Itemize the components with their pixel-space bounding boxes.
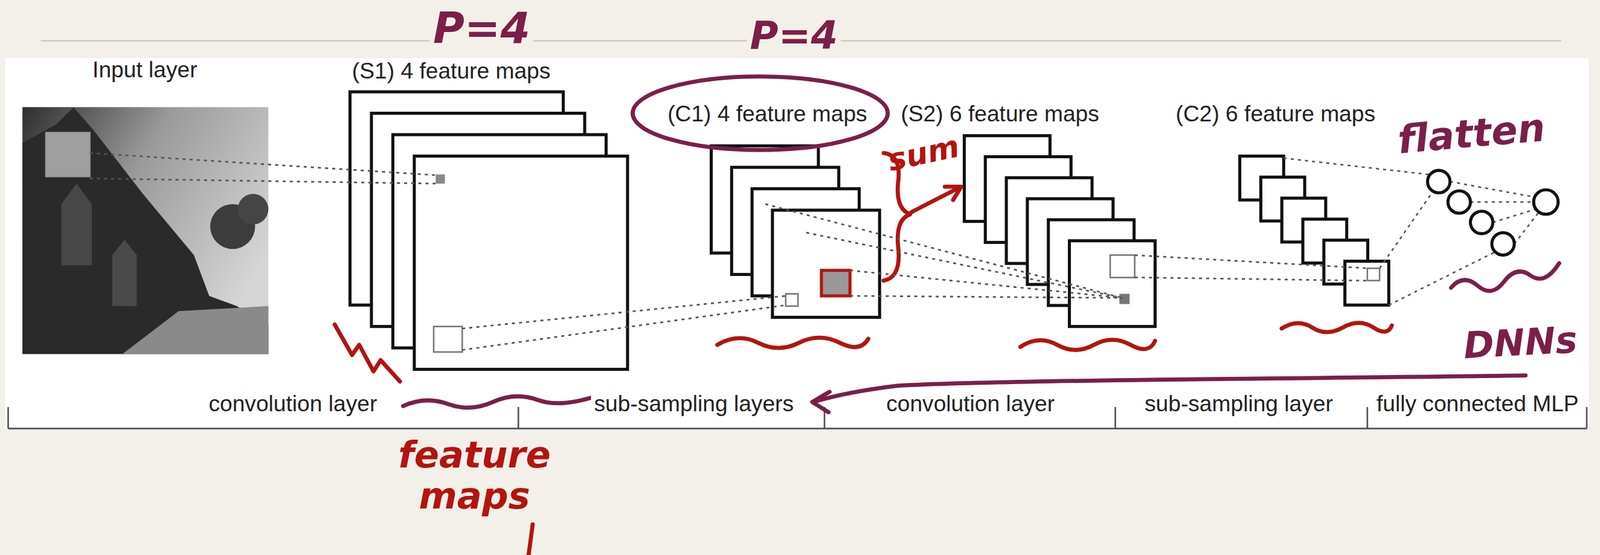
c2-maps — [1240, 155, 1390, 306]
dotted-connector — [765, 204, 1123, 298]
dotted-connector — [462, 295, 786, 351]
dotted-link — [1514, 212, 1539, 244]
feature-map-stack: (C1) 4 feature maps — [711, 146, 881, 318]
feature-map — [772, 210, 880, 318]
underline-squiggle — [1450, 263, 1559, 292]
section-label: fully connected MLP — [1373, 391, 1582, 417]
layer-heading: (S1) 4 feature maps — [352, 57, 551, 85]
layer-heading: (C2) 6 feature maps — [1175, 100, 1376, 128]
section-label: sub-sampling layer — [1141, 391, 1337, 417]
feature-map-stack: (S1) 4 feature maps — [349, 91, 628, 370]
photo-tree — [237, 193, 269, 225]
arrow-head — [944, 186, 961, 200]
handwritten-note: feature maps — [379, 434, 569, 516]
bracket-tick — [517, 407, 520, 429]
pool-window — [1110, 254, 1135, 278]
feature-map-stack: Input layer — [22, 106, 269, 354]
neuron — [1491, 232, 1515, 255]
input-photo — [22, 106, 269, 354]
underline-squiggle — [402, 395, 597, 408]
dotted-link — [1388, 251, 1495, 306]
underline-squiggle — [1020, 340, 1155, 351]
photo-road — [122, 306, 269, 354]
photo-sky — [22, 106, 269, 354]
dotted-link — [1493, 208, 1536, 223]
layer-heading: (S2) 6 feature maps — [900, 100, 1099, 128]
map-unit — [1367, 268, 1380, 281]
feature-map-stack: (C2) 6 feature maps — [1240, 155, 1390, 306]
layer-heading: (C1) 4 feature maps — [667, 100, 868, 128]
dotted-connector — [89, 152, 440, 184]
feature-map-stack: (S2) 6 feature maps — [963, 135, 1155, 327]
dotted-link — [1379, 192, 1433, 269]
section-label: convolution layer — [205, 391, 380, 417]
neuron — [1427, 170, 1450, 193]
section-label: convolution layer — [883, 391, 1058, 417]
circle-mark — [632, 76, 888, 151]
dotted-connector — [1134, 255, 1368, 281]
arrow-head — [812, 391, 830, 413]
receptive-field — [45, 132, 90, 177]
purple-marks — [402, 263, 1559, 413]
bracket-line — [8, 427, 1588, 430]
scribble — [334, 324, 400, 382]
bracket-tick — [1366, 407, 1369, 429]
photo-building — [22, 106, 269, 354]
underline-squiggle — [717, 337, 869, 348]
c1-maps — [711, 146, 881, 318]
map-unit — [785, 294, 798, 307]
highlight-unit — [821, 270, 850, 296]
figure-panel — [4, 57, 1589, 429]
handwritten-note: DNNs — [1459, 319, 1582, 367]
map-unit — [435, 174, 445, 184]
bracket-tick — [7, 407, 10, 429]
handwritten-note: P=4 — [747, 15, 842, 59]
pen-stroke — [528, 524, 533, 555]
feature-map — [1069, 240, 1156, 327]
handwritten-note: P=4 — [430, 4, 534, 52]
red-marks — [334, 152, 1392, 555]
neuron — [1447, 190, 1471, 214]
map-unit — [1119, 294, 1130, 305]
neuron — [1470, 211, 1493, 234]
dotted-link — [1470, 201, 1534, 203]
photo-window — [61, 183, 92, 266]
section-label: sub-sampling layers — [590, 391, 797, 417]
layer-heading: Input layer — [92, 57, 198, 84]
mlp-neurons — [1427, 170, 1558, 255]
underline-squiggle — [1281, 323, 1392, 333]
s1-maps — [349, 91, 628, 370]
pool-window — [433, 326, 463, 353]
output-neuron — [1533, 189, 1559, 215]
photo-door — [112, 239, 138, 307]
bracket-tick — [1114, 407, 1117, 429]
bracket-tick — [1586, 407, 1588, 429]
feature-map — [414, 155, 628, 370]
